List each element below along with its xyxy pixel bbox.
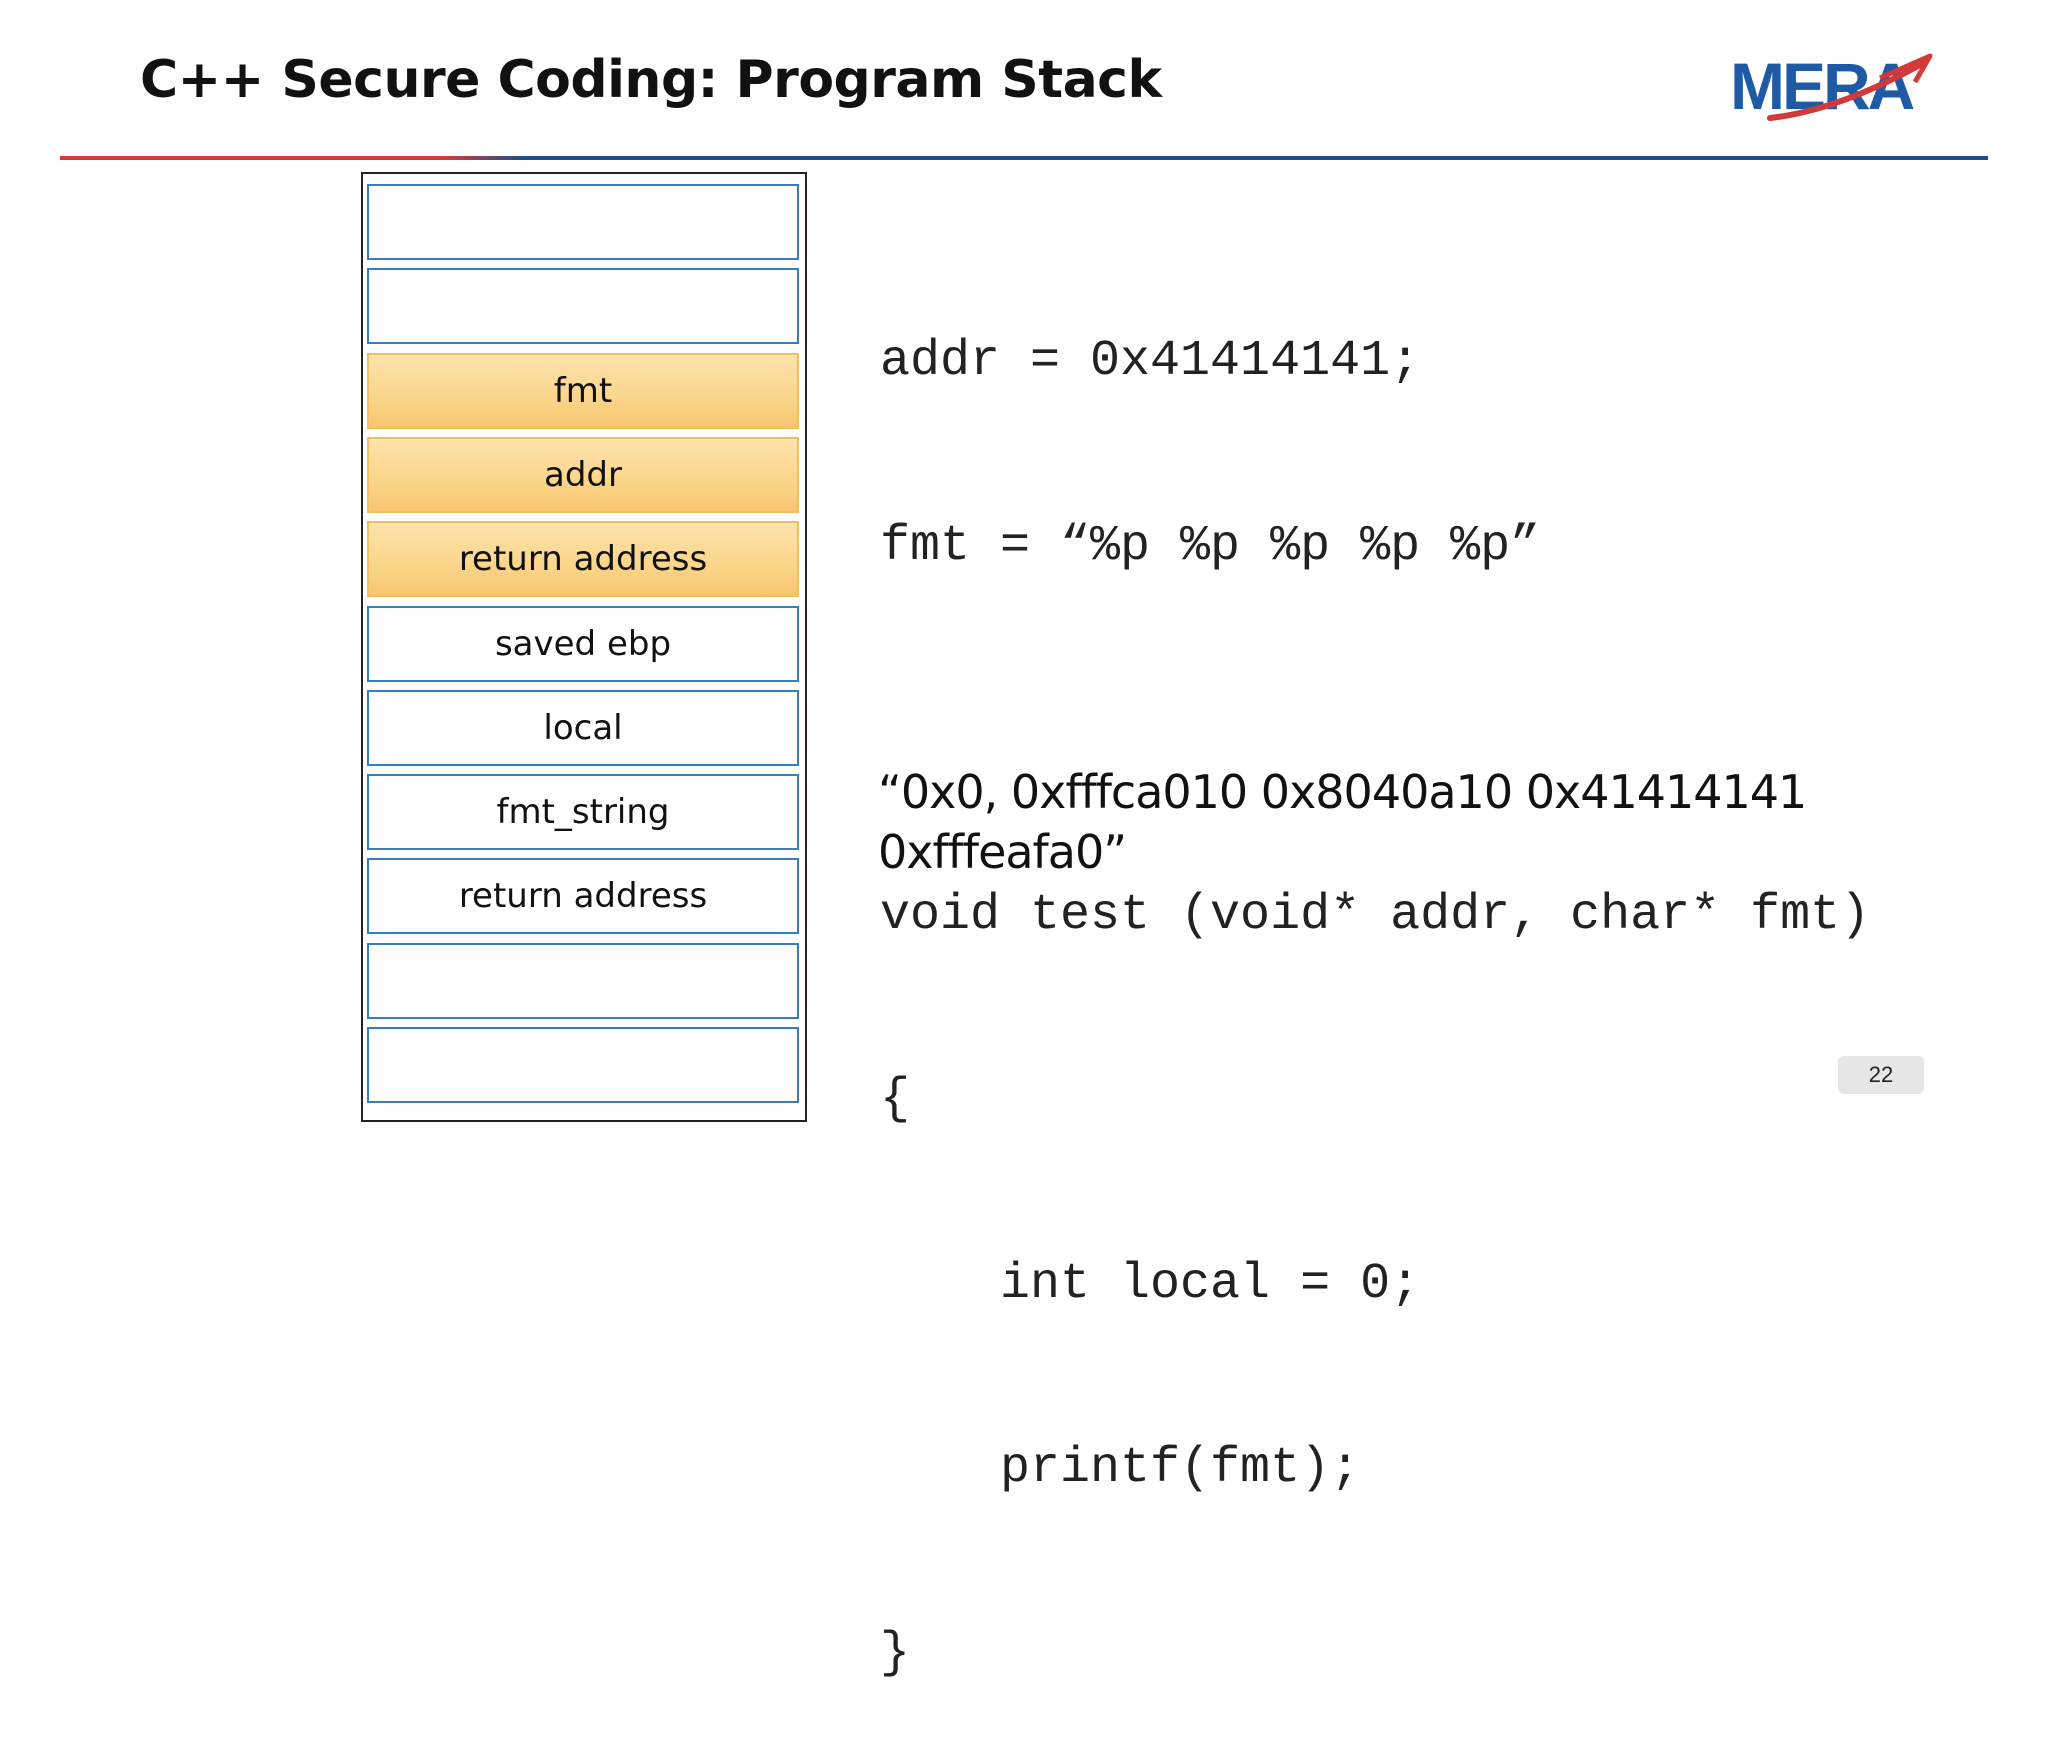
code-line: addr = 0x41414141; (880, 333, 1421, 390)
output-line-2: 0xfffeafa0” (878, 825, 1127, 879)
code-line: void test (void* addr, char* fmt) (880, 886, 1871, 944)
stack-slot: fmt_string (367, 774, 799, 851)
code-line (880, 700, 1870, 762)
stack-slot: return address (367, 858, 799, 935)
mera-logo: MERA (1730, 48, 1940, 128)
slide-title: C++ Secure Coding: Program Stack (140, 50, 1162, 110)
stack-slot (367, 1027, 799, 1103)
stack-slot (367, 942, 799, 1019)
code-line: int local = 0; (880, 1255, 1421, 1313)
stack-slot: saved ebp (367, 605, 799, 682)
stack-slot: local (367, 689, 799, 766)
header-rule (60, 156, 1988, 160)
logo-swoosh-icon (1767, 53, 1933, 121)
printf-output: “0x0, 0xfffca010 0x8040a10 0x41414141 0x… (878, 762, 1878, 882)
stack-slot (367, 184, 799, 260)
stack-slot: fmt (367, 352, 799, 429)
code-line: { (880, 1071, 911, 1128)
stack-slot: addr (367, 436, 799, 513)
code-line: fmt = “%p %p %p %p %p” (880, 517, 1541, 575)
page-number: 22 (1838, 1056, 1924, 1094)
code-block: addr = 0x41414141; fmt = “%p %p %p %p %p… (880, 208, 1870, 1746)
code-line: printf(fmt); (880, 1440, 1361, 1497)
stack-slot (367, 268, 799, 345)
code-line: } (880, 1624, 911, 1682)
stack-diagram (361, 172, 807, 1122)
output-line-1: “0x0, 0xfffca010 0x8040a10 0x41414141 (878, 765, 1807, 819)
stack-slot: return address (367, 521, 799, 598)
